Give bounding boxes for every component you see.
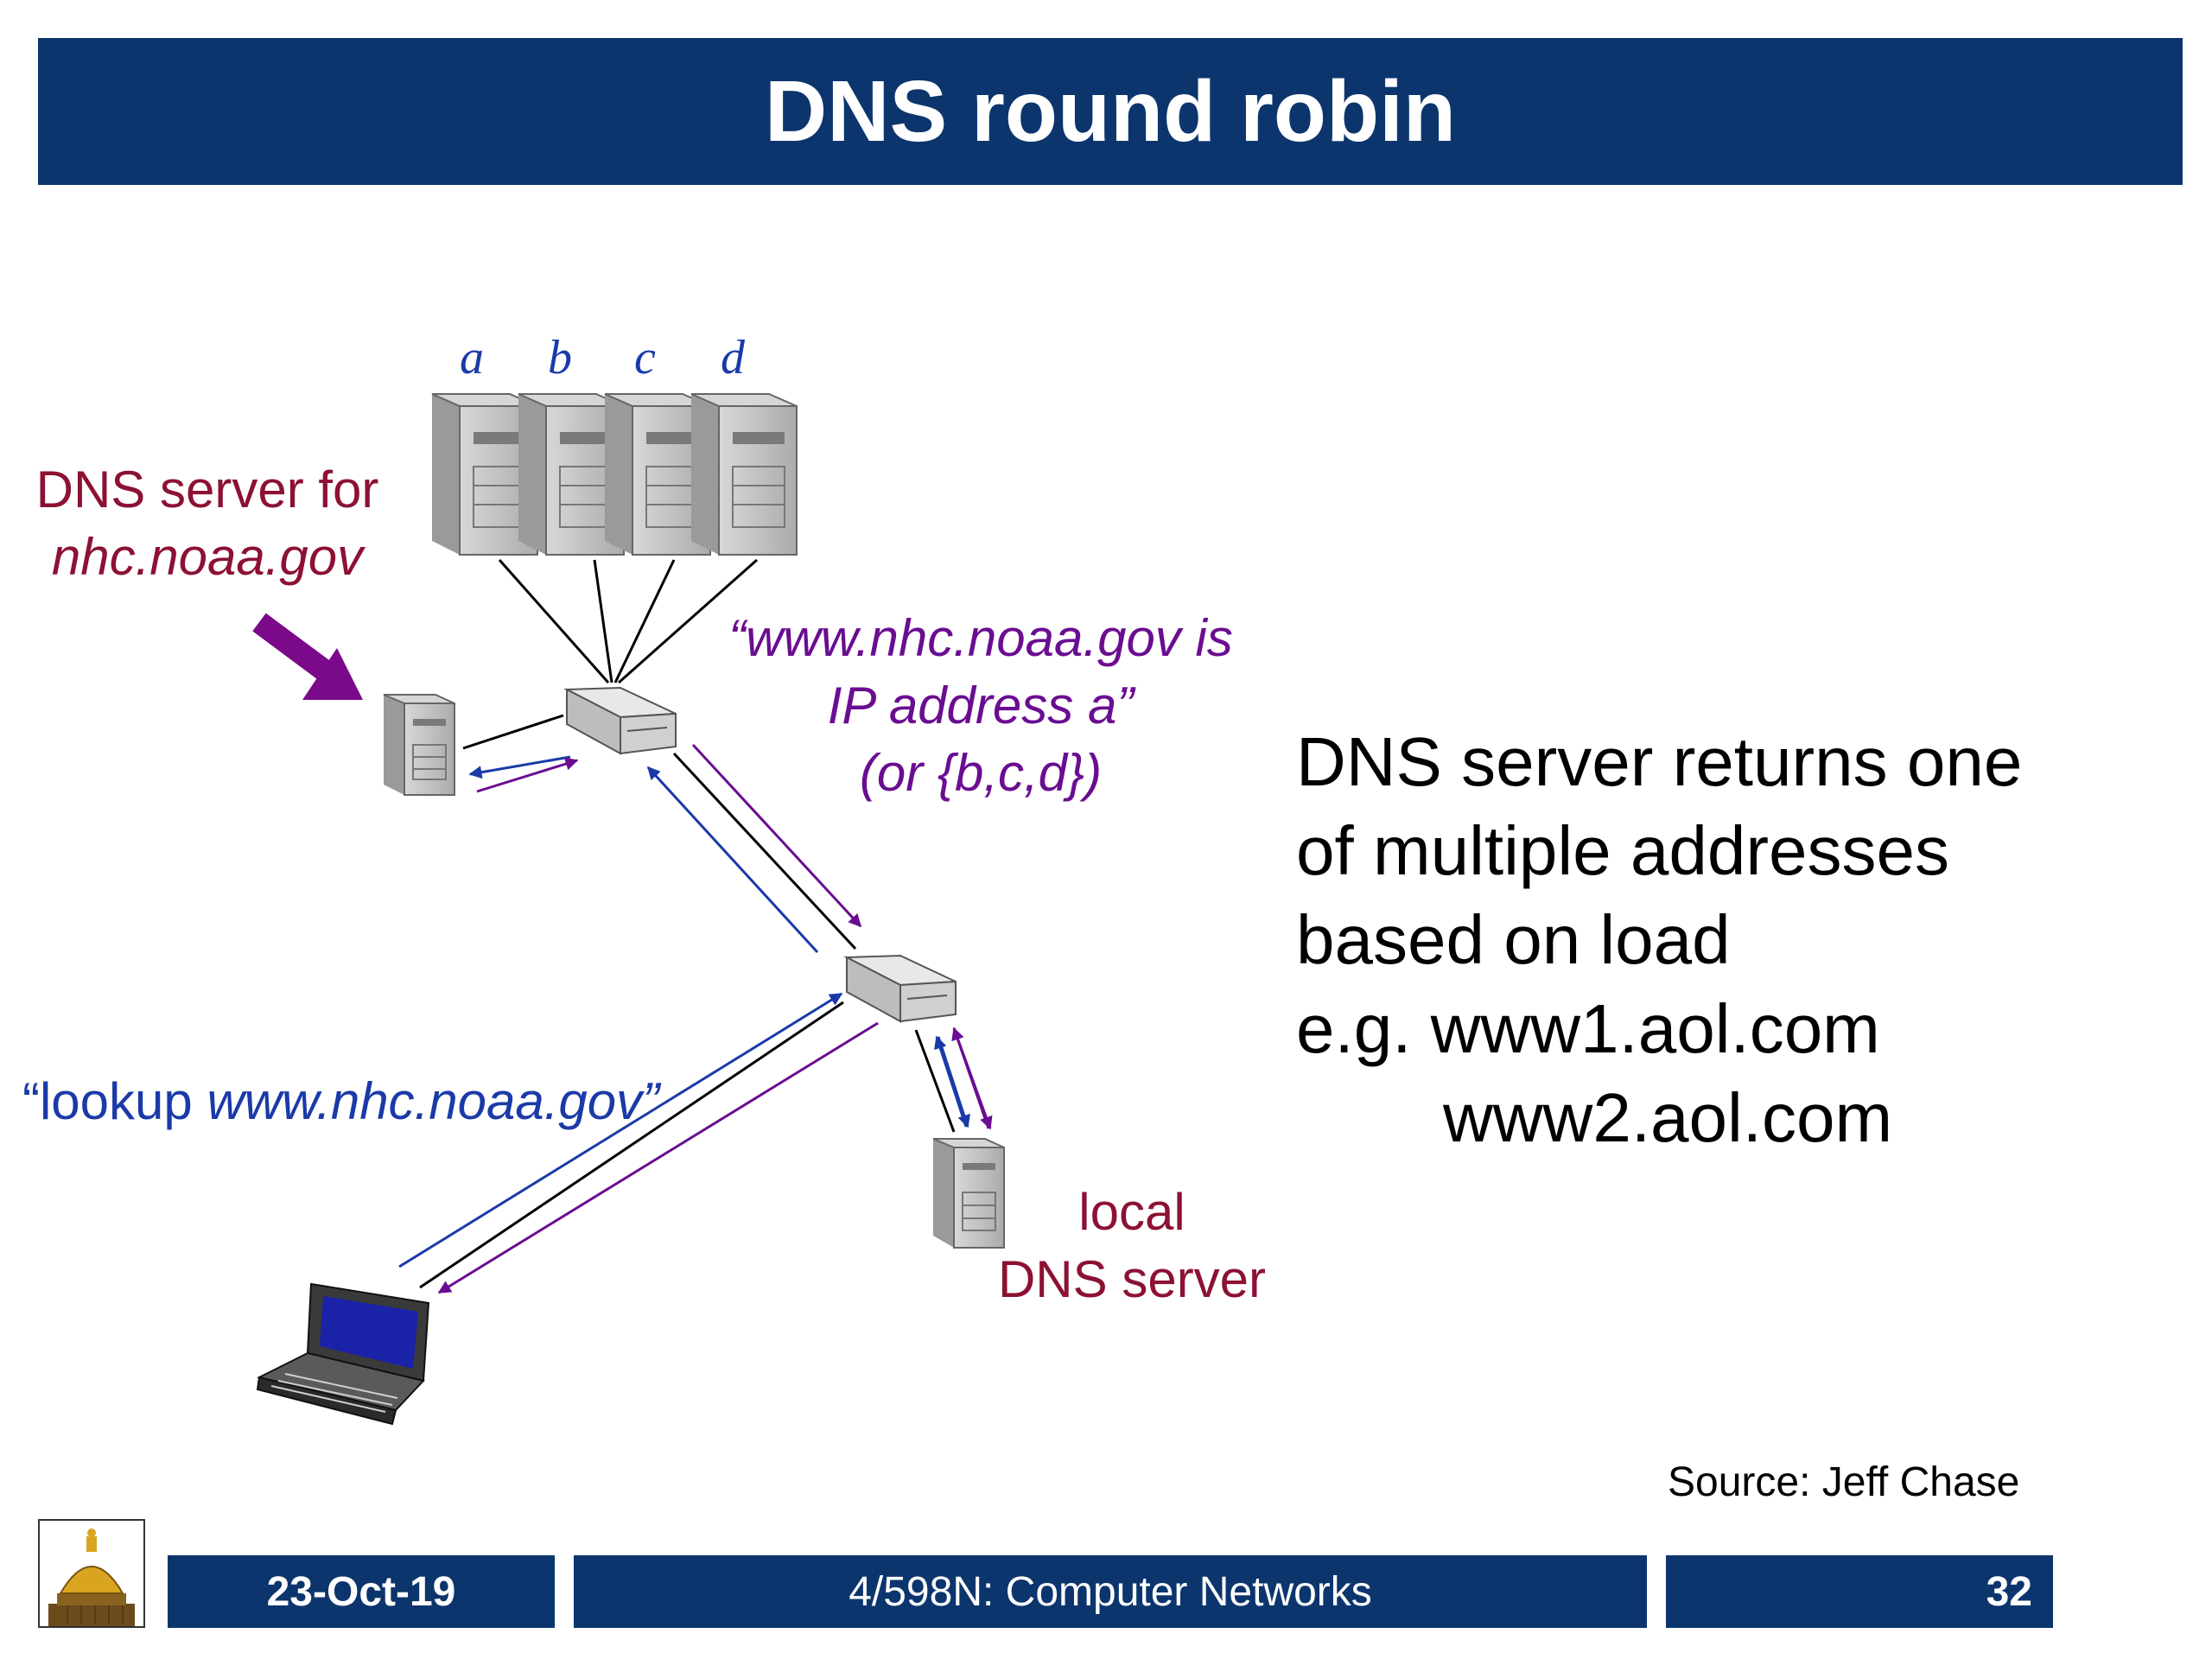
server-label-c: c (634, 331, 656, 385)
footer-course: 4/598N: Computer Networks (574, 1555, 1647, 1628)
arrow-query-to-auth (468, 755, 571, 779)
local-dns-label-line2: DNS server (997, 1250, 1267, 1308)
arrow-local-up (934, 1035, 968, 1128)
reply-label: “www.nhc.noaa.gov is IP address a” (or {… (691, 605, 1270, 807)
router-middle (843, 954, 957, 1023)
link-auth-router (462, 714, 564, 750)
explanation-line-2: of multiple addresses (1296, 812, 1949, 889)
reply-label-line1: “www.nhc.noaa.gov is (728, 609, 1233, 667)
reply-label-line2: IP address a” (827, 677, 1135, 734)
server-label-b: b (548, 331, 572, 385)
authoritative-dns-label-line1: DNS server for (35, 461, 379, 518)
laptop-client (256, 1282, 430, 1426)
local-dns-label: local DNS server (968, 1179, 1296, 1313)
link-router-router (672, 752, 857, 950)
footer-page-number: 32 (1666, 1555, 2053, 1628)
arrow-reply-down (691, 743, 862, 928)
authoritative-dns-server (383, 694, 455, 796)
explanation-text: DNS server returns one of multiple addre… (1296, 717, 2022, 1162)
farm-links (498, 558, 758, 684)
local-dns-label-line1: local (1078, 1183, 1185, 1241)
lookup-label-prefix: “lookup (22, 1072, 207, 1130)
title-bar: DNS round robin (38, 38, 2183, 185)
explanation-line-1: DNS server returns one (1296, 723, 2023, 800)
server-tower-d (690, 393, 798, 556)
router-top (563, 686, 677, 755)
arrow-query-up (646, 766, 819, 954)
pointer-arrow (252, 613, 363, 700)
arrow-lookup-request (398, 992, 843, 1268)
footer-date: 23-Oct-19 (168, 1555, 555, 1628)
explanation-line-5: www2.aol.com (1443, 1079, 1893, 1156)
server-farm (431, 393, 798, 556)
authoritative-dns-label: DNS server for nhc.noaa.gov (17, 456, 397, 591)
link-laptop-router (419, 1001, 844, 1289)
lookup-label: “lookup www.nhc.noaa.gov” (22, 1068, 659, 1135)
explanation-line-4: e.g. www1.aol.com (1296, 990, 1880, 1067)
authoritative-dns-label-line2: nhc.noaa.gov (51, 528, 364, 586)
reply-label-line3: (or {b,c,d}) (859, 744, 1103, 802)
slide-title: DNS round robin (765, 63, 1456, 160)
lookup-label-query: www.nhc.noaa.gov” (207, 1072, 660, 1130)
arrow-reply-from-auth (476, 757, 579, 793)
server-label-d: d (721, 331, 745, 385)
link-router-local (914, 1029, 956, 1133)
server-label-a: a (460, 331, 484, 385)
arrow-local-down (937, 1036, 970, 1128)
local-dns-server (932, 1138, 1005, 1249)
arrow-lookup-reply (437, 1021, 879, 1294)
source-credit: Source: Jeff Chase (1668, 1459, 2020, 1505)
dome-building-icon (38, 1519, 145, 1628)
arrow-local-purple-up (951, 1027, 990, 1129)
explanation-line-3: based on load (1296, 901, 1731, 978)
